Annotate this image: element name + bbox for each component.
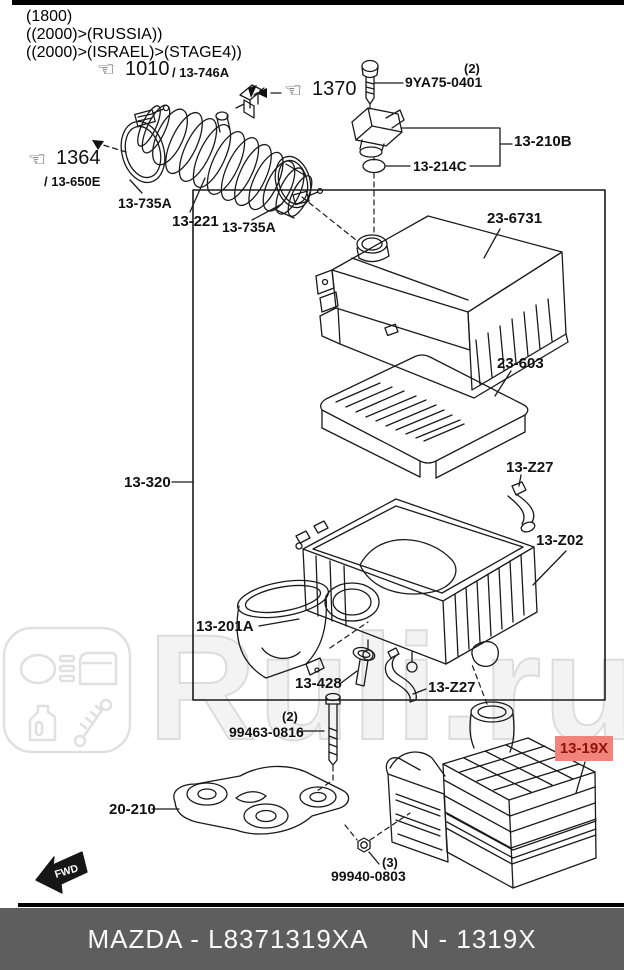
callout-1364: 1364 <box>56 147 101 169</box>
footer-bar: MAZDA - L8371319XA N - 1319X <box>0 908 624 970</box>
callout-1010: 1010 <box>125 58 170 80</box>
callout-23-603: 23-603 <box>497 355 544 372</box>
callout-qty-bolt: (2) <box>282 709 298 724</box>
callout-13-z27-lower: 13-Z27 <box>428 679 476 696</box>
hose-clamp-right-drawing <box>274 155 324 209</box>
intake-hose-drawing <box>137 104 313 219</box>
highlighted-part-13-19x[interactable]: 13-19X <box>555 736 613 761</box>
car-door-icon <box>78 651 118 686</box>
callout-20-210: 20-210 <box>109 801 156 818</box>
callout-99463-0816: 99463-0816 <box>229 724 304 740</box>
callout-13-746a: / 13-746A <box>172 65 230 80</box>
callout-qty-nut: (3) <box>382 855 398 870</box>
bracket-20-210-drawing <box>173 765 350 835</box>
arrow-1364 <box>92 140 127 153</box>
nut-99940-drawing <box>357 837 371 853</box>
callout-9ya75-0401: 9YA75-0401 <box>405 74 483 90</box>
callout-1370: 1370 <box>312 78 357 100</box>
callout-qty-screw: (2) <box>464 61 480 76</box>
callout-13-214c: 13-214C <box>413 158 467 174</box>
header-variant-2: ((2000)>(RUSSIA)) <box>26 26 163 43</box>
callout-13-320: 13-320 <box>124 474 171 491</box>
headlight-icon <box>19 653 57 685</box>
intake-funnel-drawing <box>236 579 330 679</box>
callout-13-428: 13-428 <box>295 675 342 692</box>
footer-part-number: MAZDA - L8371319XA <box>87 923 369 954</box>
watermark-logo-icon <box>2 626 132 754</box>
assembly-box-13-320 <box>192 189 606 701</box>
hand-pointer-icon: ☜ <box>28 149 46 171</box>
pin-13-428-drawing <box>352 646 376 687</box>
callout-13-201a: 13-201A <box>196 618 254 635</box>
assembly-dashed-lines <box>253 87 488 841</box>
hose-clamp-left-drawing <box>120 104 170 184</box>
air-filter-element-drawing <box>320 354 529 479</box>
oil-can-icon <box>28 704 57 742</box>
callout-13-735a-right: 13-735A <box>222 219 276 235</box>
air-cleaner-case-drawing <box>295 498 538 673</box>
hand-pointer-icon: ☜ <box>284 80 302 102</box>
air-cleaner-cover-drawing <box>315 215 569 399</box>
callout-13-z27-upper: 13-Z27 <box>506 459 554 476</box>
callout-99940-0803: 99940-0803 <box>331 868 406 884</box>
callout-13-650e: / 13-650E <box>44 174 101 189</box>
callout-23-6731: 23-6731 <box>487 210 543 227</box>
maf-sensor-drawing <box>351 107 405 158</box>
bolt-99463-drawing <box>325 692 341 766</box>
callout-13-z02: 13-Z02 <box>536 532 584 549</box>
top-frame-bar <box>12 0 624 5</box>
resonator-13-19x-drawing <box>385 701 597 889</box>
callout-13-221: 13-221 <box>172 213 219 230</box>
shock-absorber-icon <box>73 698 113 748</box>
footer-catalog-number: N - 1319X <box>410 923 537 954</box>
bottom-frame-line <box>18 903 624 907</box>
hose-13-z27-lower-drawing <box>384 647 417 703</box>
header-variant-3: ((2000)>(ISRAEL)>(STAGE4)) <box>26 44 242 61</box>
callout-13-210b: 13-210B <box>514 133 572 150</box>
header-variant-1: (1800) <box>26 8 73 25</box>
fwd-direction-badge: FWD <box>35 851 88 894</box>
hand-pointer-icon: ☜ <box>97 59 115 81</box>
hose-13-z27-upper-drawing <box>507 481 536 533</box>
callout-13-19x: 13-19X <box>559 740 609 757</box>
leader-lines <box>129 82 586 865</box>
callout-13-735a-left: 13-735A <box>118 195 172 211</box>
